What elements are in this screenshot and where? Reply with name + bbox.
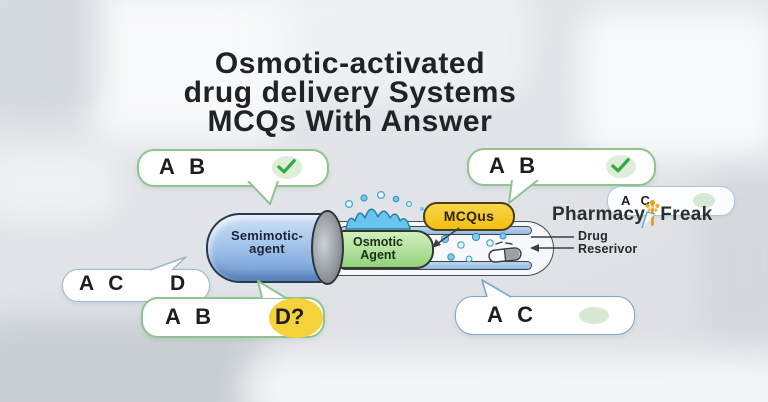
cap-label: Semimotic- agent [206, 229, 328, 255]
answer-letter-extra: D [170, 272, 188, 295]
answer-highlighted: D? [275, 304, 305, 329]
reservoir-pointer-lines [530, 236, 574, 252]
bubble-tail [257, 280, 287, 299]
answer-bubble-bottom-left-b: A B D? [141, 297, 325, 338]
answer-letters: A C [487, 302, 536, 327]
bubble-tail [641, 211, 656, 229]
answer-letters: A B [165, 304, 214, 329]
cap-label-line1: Semimotic- [230, 228, 304, 243]
highlight-blob [269, 298, 323, 338]
tree-icon [645, 199, 660, 227]
answer-bubble-top-right: A B [467, 148, 656, 186]
answer-letters: A B [489, 153, 538, 178]
background-blob [580, 10, 768, 160]
pill-label-line2: Agent [360, 247, 396, 262]
capsule-opening-ring [311, 210, 344, 285]
faded-dot [579, 307, 609, 324]
bubble-tail [481, 279, 512, 298]
water-splash-icon [344, 191, 424, 230]
title-line-1: Osmotic-activated [214, 47, 486, 80]
title-line-3: MCQs With Answer [207, 105, 493, 138]
answer-bubble-mini: A C [607, 186, 735, 216]
check-icon [272, 155, 302, 180]
osmotic-agent-pill [326, 230, 434, 269]
pill-label-line1: Osmotic [352, 235, 403, 249]
osmotic-agent-label: Osmotic Agent [326, 236, 430, 261]
bubble-tail [508, 180, 539, 204]
brand-word-1: Pharmacy [552, 204, 646, 225]
bubble-tail [149, 256, 187, 271]
answer-bubble-top-left: A B [137, 149, 329, 187]
mcq-badge: MCQus [423, 202, 515, 231]
answer-letters: A C [79, 272, 126, 295]
background-blob [0, 150, 120, 220]
background-blob [250, 0, 530, 100]
faded-dot [693, 193, 715, 208]
bubble-tail [247, 181, 279, 205]
answer-bubble-bottom-right: A C [455, 296, 635, 335]
brand-logo: Pharmacy Freak [552, 199, 712, 227]
drug-reservoir-label: Drug Reserivor [578, 230, 637, 256]
cap-label-line2: agent [249, 241, 285, 256]
reservoir-label-line1: Drug [578, 229, 608, 243]
capsule-icon [488, 241, 522, 263]
brand-word-2: Freak [660, 204, 713, 225]
check-icon [606, 154, 636, 179]
reservoir-label-line2: Reserivor [578, 242, 638, 256]
answer-bubble-bottom-left-a: A C D [62, 269, 210, 302]
background-blob [240, 355, 768, 402]
badge-arrow [432, 227, 460, 248]
answer-letters: A B [159, 154, 208, 179]
background-blob [0, 0, 100, 120]
answer-letters: A C [621, 193, 652, 208]
page-title: Osmotic-activated drug delivery Systems … [0, 47, 700, 138]
title-line-2: drug delivery Systems [183, 76, 517, 109]
